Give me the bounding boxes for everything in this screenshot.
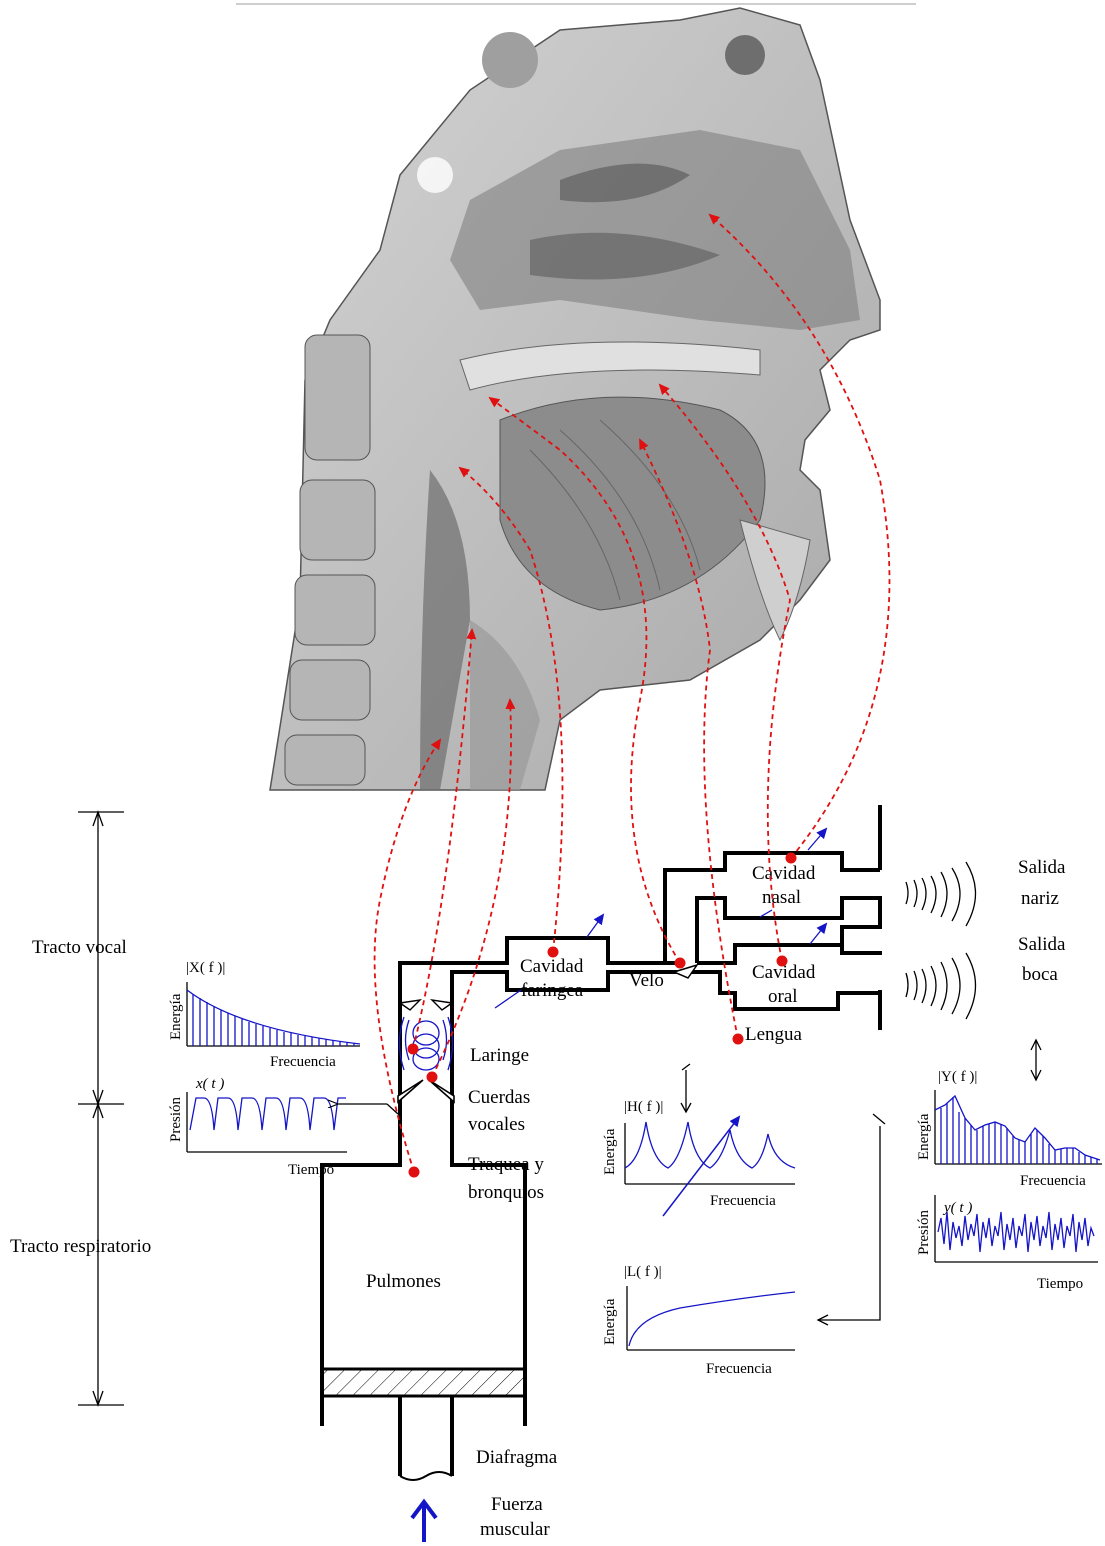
salida-nariz-label-2: nariz [1021,888,1059,909]
laringe-label: Laringe [470,1045,529,1066]
graph-X-xlabel: Frecuencia [270,1054,336,1070]
vocal-tract-tube [322,805,976,1542]
graph-X-spectrum [187,982,360,1046]
traquea-label-2: bronquios [468,1182,544,1203]
graph-x-title: x( t ) [195,1076,224,1092]
graph-x-xlabel: Tiempo [288,1162,334,1178]
cuerdas-vocales-label-1: Cuerdas [468,1087,530,1108]
graph-x-time [187,1092,347,1152]
cavidad-nasal-label-2: nasal [762,887,801,908]
salida-boca-label-1: Salida [1018,934,1066,955]
tracto-vocal-label: Tracto vocal [32,937,127,958]
graph-L-ylabel: Energía [602,1298,618,1345]
cavidad-oral-label-2: oral [768,986,798,1007]
tract-scale [78,812,124,1405]
cavidad-faringea-label-1: Cavidad [520,956,584,977]
graph-L-title: |L( f )| [624,1264,662,1280]
graph-Y-spectrum [935,1090,1102,1164]
graph-y-title: y( t ) [942,1200,972,1216]
anatomy-illustration [236,4,916,790]
salida-nariz-label-1: Salida [1018,857,1066,878]
graph-Y-title: |Y( f )| [938,1069,977,1085]
graph-y-ylabel: Presión [916,1210,932,1256]
graph-X-title: |X( f )| [186,960,225,976]
graph-X-ylabel: Energía [168,993,184,1040]
diafragma-label: Diafragma [476,1447,558,1468]
traquea-label-1: Traquea y [468,1154,544,1175]
graph-H-ylabel: Energía [602,1128,618,1175]
graph-y-xlabel: Tiempo [1037,1276,1083,1292]
graph-H-title: |H( f )| [624,1099,663,1115]
cuerdas-vocales-label-2: vocales [468,1114,525,1135]
graph-L-spectrum [627,1286,795,1350]
graph-Y-xlabel: Frecuencia [1020,1173,1086,1189]
graph-x-ylabel: Presión [168,1097,184,1143]
velo-label: Velo [629,970,664,991]
fuerza-muscular-label-1: Fuerza [491,1494,543,1515]
lengua-label: Lengua [745,1024,803,1045]
graph-L-xlabel: Frecuencia [706,1361,772,1377]
graph-Y-ylabel: Energía [916,1113,932,1160]
salida-boca-label-2: boca [1022,964,1058,985]
pulmones-label: Pulmones [366,1271,441,1292]
fuerza-muscular-label-2: muscular [480,1519,550,1540]
cavidad-faringea-label-2: faringea [521,980,584,1001]
graph-H-xlabel: Frecuencia [710,1193,776,1209]
tracto-respiratorio-label: Tracto respiratorio [10,1236,151,1257]
cavidad-nasal-label-1: Cavidad [752,863,816,884]
